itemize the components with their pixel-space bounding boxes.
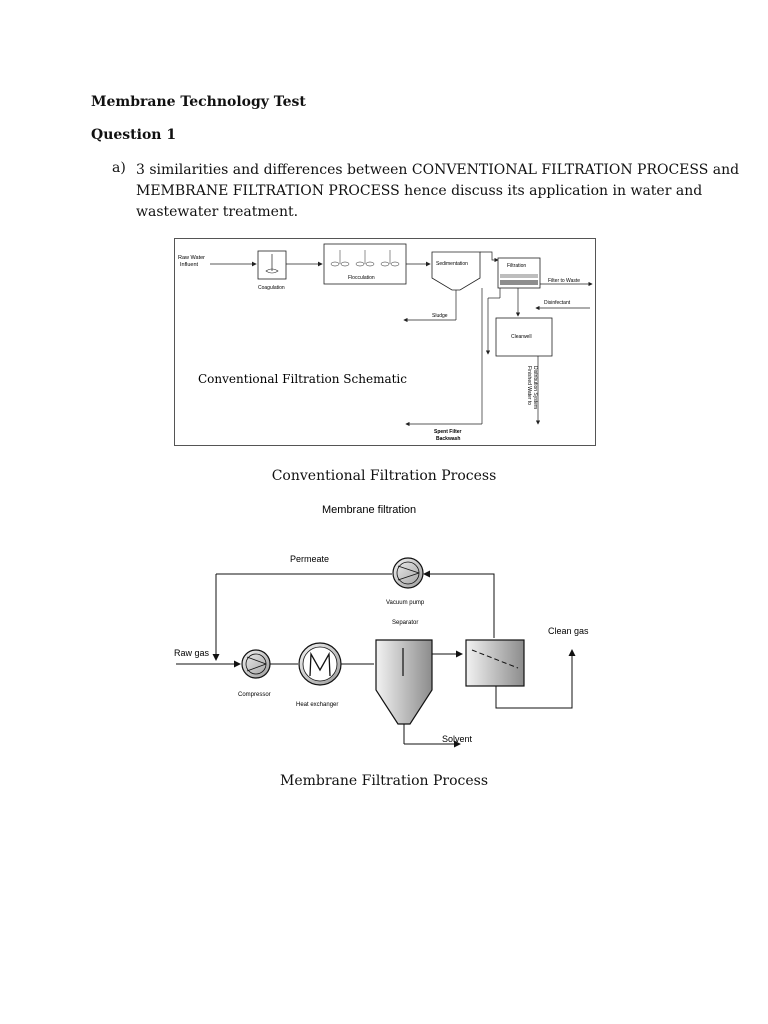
sedimentation-label: Sedimentation (436, 261, 468, 267)
clearwell-label: Clearwell (511, 334, 532, 340)
filter-to-waste-label: Filter to Waste (548, 278, 580, 284)
sludge-label: Sludge (432, 313, 448, 319)
separator-label: Separator (392, 620, 418, 626)
heat-exchanger-label: Heat exchanger (296, 702, 338, 708)
question-text: 3 similarities and differences between C… (136, 160, 740, 223)
question-line: MEMBRANE FILTRATION PROCESS hence discus… (136, 183, 703, 199)
clean-gas-label: Clean gas (548, 626, 589, 636)
separator-icon (375, 639, 433, 725)
document-title: Membrane Technology Test (91, 94, 306, 110)
solvent-label: Solvent (442, 734, 473, 744)
membrane-module-icon (465, 639, 525, 687)
figure2-caption: Membrane Filtration Process (279, 773, 489, 789)
heat-exchanger-icon (298, 642, 342, 686)
disinfectant-label: Disinfectant (544, 300, 571, 306)
membrane-filtration-diagram: Membrane filtration Permeate Vacuum pump… (174, 504, 589, 748)
coagulation-label: Coagulation (258, 285, 285, 291)
vacuum-pump-icon (392, 557, 424, 589)
spent-filter-label: Spent Filter (434, 429, 462, 435)
raw-water-label: Raw Water (178, 255, 205, 261)
spent-filter-label: Backwash (436, 436, 460, 442)
conventional-filtration-schematic: Raw Water Influent Coagulation Flocculat… (174, 238, 596, 446)
schematic-title: Conventional Filtration Schematic (198, 372, 407, 386)
permeate-label: Permeate (290, 554, 329, 564)
compressor-icon (241, 649, 271, 679)
question-heading: Question 1 (91, 127, 177, 143)
compressor-label: Compressor (238, 692, 271, 698)
finished-water-label: Finished Water to (526, 366, 532, 405)
question-line: wastewater treatment. (136, 204, 299, 220)
membrane-filtration-title: Membrane filtration (322, 504, 416, 516)
finished-water-label: Distribution System (532, 366, 538, 409)
clearwell-tank (495, 317, 553, 357)
question-line: 3 similarities and differences between C… (136, 162, 740, 178)
flocculation-label: Flocculation (348, 275, 375, 281)
raw-gas-label: Raw gas (174, 648, 210, 658)
raw-water-label: Influent (180, 262, 199, 268)
figure1-caption: Conventional Filtration Process (271, 468, 497, 484)
question-marker: a) (112, 160, 126, 176)
vacuum-pump-label: Vacuum pump (386, 600, 425, 606)
filtration-label: Filtration (507, 263, 526, 269)
